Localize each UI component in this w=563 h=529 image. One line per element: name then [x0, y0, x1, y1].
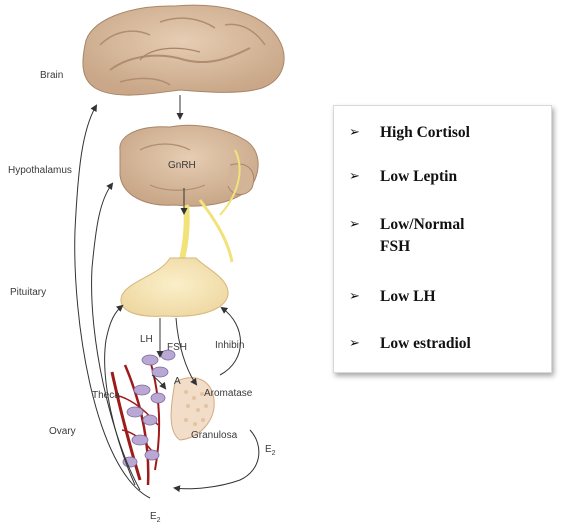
finding-text: Low estradiol	[380, 335, 471, 352]
finding-item: ➢ Low estradiol	[380, 333, 550, 355]
label-theca: Theca	[92, 390, 120, 401]
arrow-bullet-icon: ➢	[349, 333, 360, 355]
label-e2-bottom: E2	[150, 511, 161, 524]
arrow-e2-to-hypothalamus	[92, 184, 140, 490]
arrow-bullet-icon: ➢	[349, 166, 360, 188]
label-aromatase: Aromatase	[204, 388, 253, 399]
findings-box: ➢ High Cortisol ➢ Low Leptin ➢ Low/Norma…	[333, 105, 552, 373]
label-hypothalamus: Hypothalamus	[8, 165, 72, 176]
label-lh: LH	[140, 334, 153, 345]
finding-item: ➢ Low LH	[380, 286, 550, 308]
label-e2-right: E2	[265, 444, 276, 457]
label-inhibin: Inhibin	[215, 340, 244, 351]
label-pituitary: Pituitary	[10, 287, 46, 298]
arrow-bullet-icon: ➢	[349, 214, 360, 236]
finding-text: Low/Normal FSH	[380, 214, 470, 258]
finding-text: High Cortisol	[380, 124, 470, 141]
brain-illustration	[83, 5, 284, 95]
finding-text: Low Leptin	[380, 168, 457, 185]
hpo-axis-diagram: Brain Hypothalamus GnRH Pituitary LH FSH…	[0, 0, 330, 529]
label-brain: Brain	[40, 70, 63, 81]
finding-item: ➢ Low Leptin	[380, 166, 550, 188]
label-ovary: Ovary	[49, 426, 76, 437]
finding-item: ➢ High Cortisol	[380, 122, 550, 144]
finding-item: ➢ Low/Normal FSH	[380, 214, 550, 258]
label-gnrh: GnRH	[168, 160, 196, 171]
arrow-bullet-icon: ➢	[349, 122, 360, 144]
arrow-bullet-icon: ➢	[349, 286, 360, 308]
label-fsh: FSH	[167, 342, 187, 353]
label-a: A	[174, 376, 181, 387]
finding-text: Low LH	[380, 288, 436, 305]
label-granulosa: Granulosa	[191, 430, 238, 441]
pituitary-illustration	[121, 258, 228, 316]
